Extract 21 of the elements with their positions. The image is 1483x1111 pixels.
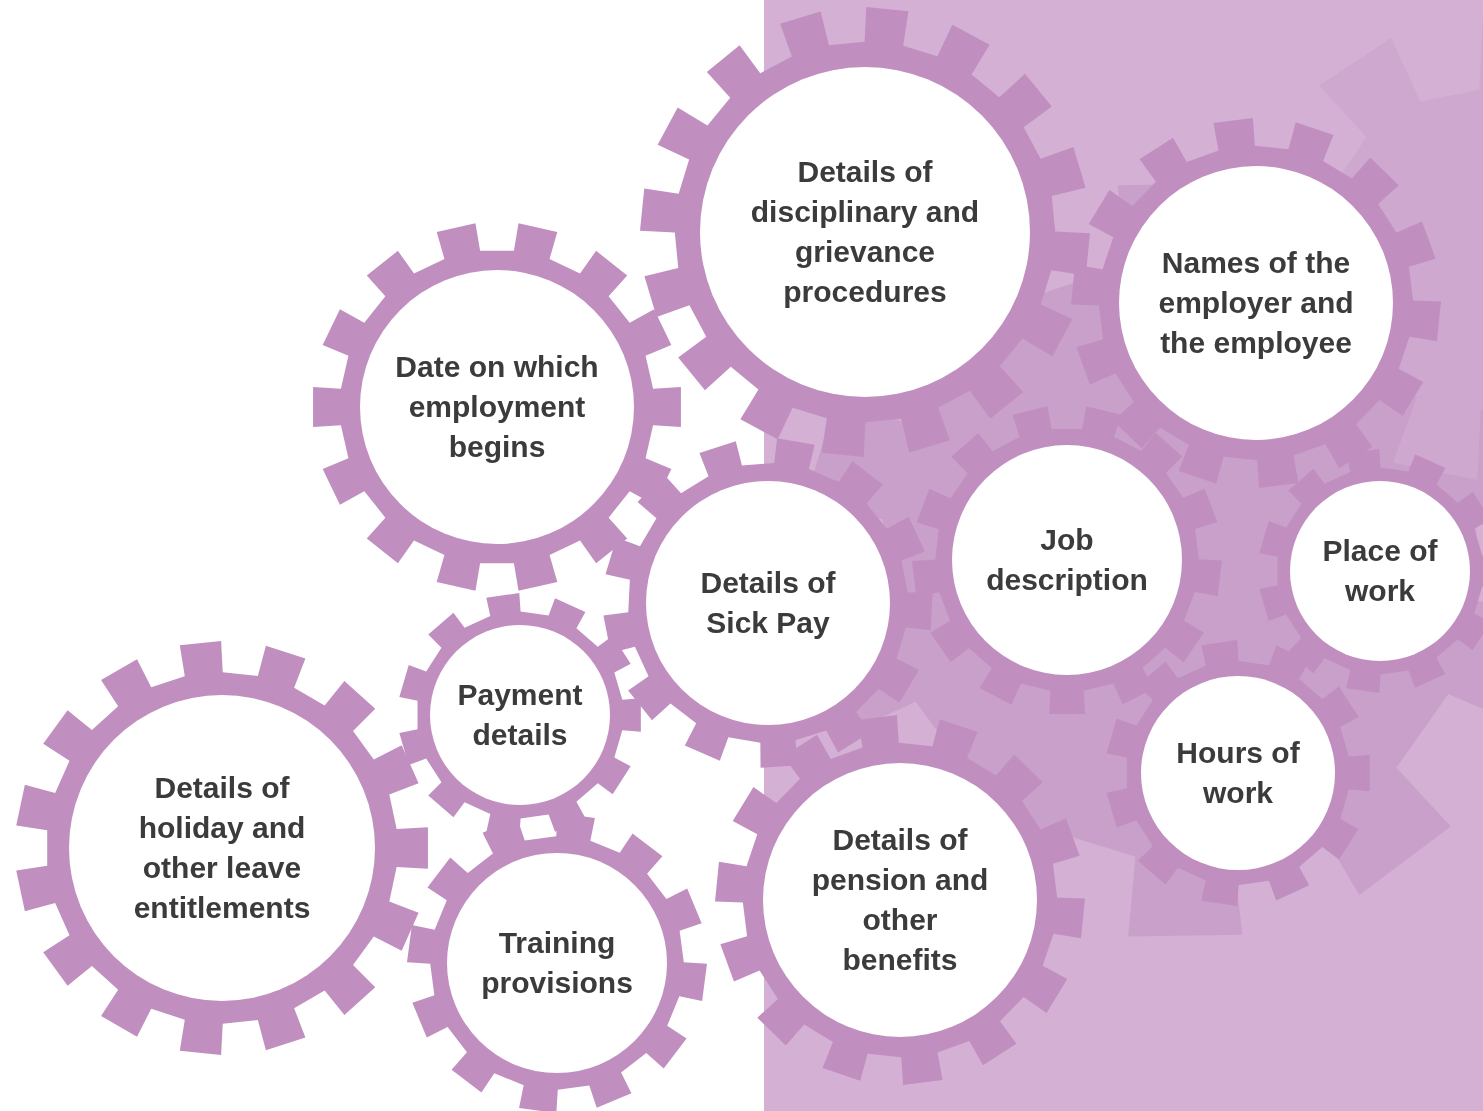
gear-label: Date on which employment begins bbox=[394, 349, 600, 465]
gear-label: Payment details bbox=[456, 677, 584, 753]
gear-label: Details of Sick Pay bbox=[699, 565, 837, 641]
gear bbox=[1258, 449, 1483, 693]
gear bbox=[407, 813, 707, 1111]
gear-label: Details of disciplinary and grievance procedures bbox=[749, 154, 981, 310]
gear bbox=[715, 715, 1085, 1085]
gear bbox=[1071, 118, 1441, 488]
gear bbox=[603, 438, 933, 768]
gear-label: Details of pension and other benefits bbox=[810, 822, 990, 978]
gear bbox=[15, 641, 429, 1055]
gear-label: Names of the employer and the employee bbox=[1157, 245, 1355, 361]
gear-label: Hours of work bbox=[1175, 735, 1301, 811]
gear bbox=[312, 222, 682, 592]
gear bbox=[912, 405, 1222, 715]
gear bbox=[1105, 640, 1371, 906]
gear bbox=[640, 7, 1090, 457]
gear-label: Training provisions bbox=[480, 925, 634, 1001]
gear-label: Details of holiday and other leave entitlements bbox=[132, 770, 312, 926]
gear-label: Place of work bbox=[1321, 533, 1439, 609]
gear-label: Job description bbox=[985, 522, 1149, 598]
